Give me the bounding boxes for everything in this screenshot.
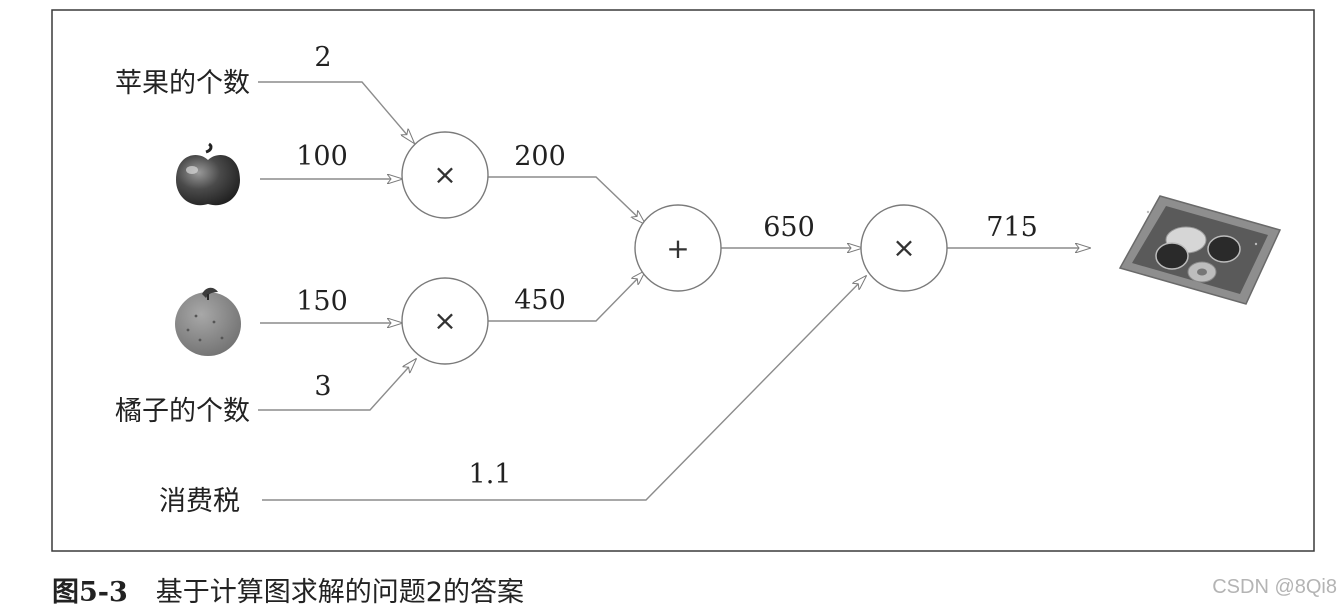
- apple-total-value: 200: [514, 141, 566, 172]
- tax-label: 消费税: [159, 486, 240, 517]
- figure-caption-text: 基于计算图求解的问题2的答案: [155, 577, 524, 608]
- apple-icon: [176, 142, 240, 206]
- svg-text:×: ×: [892, 231, 915, 264]
- edge-apple-count: [258, 81, 414, 143]
- multiply-node-tax: ×: [860, 204, 948, 292]
- edge-apple-total: [488, 176, 645, 224]
- multiply-node-orange: ×: [401, 277, 489, 365]
- apple-count-label: 苹果的个数: [115, 68, 250, 99]
- edge-tax: [262, 276, 866, 501]
- svg-text:×: ×: [433, 158, 456, 191]
- orange-total-value: 450: [514, 285, 566, 316]
- orange-price-value: 150: [296, 286, 348, 317]
- figure-caption: 图5-3 基于计算图求解的问题2的答案: [52, 570, 524, 609]
- figure-number: 图5-3: [52, 577, 128, 608]
- svg-text:+: +: [666, 232, 689, 265]
- svg-text:×: ×: [433, 304, 456, 337]
- apple-count-value: 2: [314, 42, 331, 73]
- edge-orange-count: [258, 359, 416, 411]
- add-node: +: [634, 204, 722, 292]
- watermark: CSDN @8Qi8: [1212, 576, 1337, 598]
- tax-value: 1.1: [469, 459, 512, 490]
- multiply-node-apple: ×: [401, 131, 489, 219]
- sum-value: 650: [763, 212, 815, 243]
- coin-tray-icon: [1118, 195, 1282, 305]
- diagram-frame: [51, 9, 1315, 552]
- orange-count-label: 橘子的个数: [115, 396, 250, 427]
- orange-count-value: 3: [314, 371, 331, 402]
- orange-icon: [175, 287, 241, 356]
- final-value: 715: [986, 212, 1038, 243]
- edge-orange-total: [488, 271, 645, 322]
- apple-price-value: 100: [296, 141, 348, 172]
